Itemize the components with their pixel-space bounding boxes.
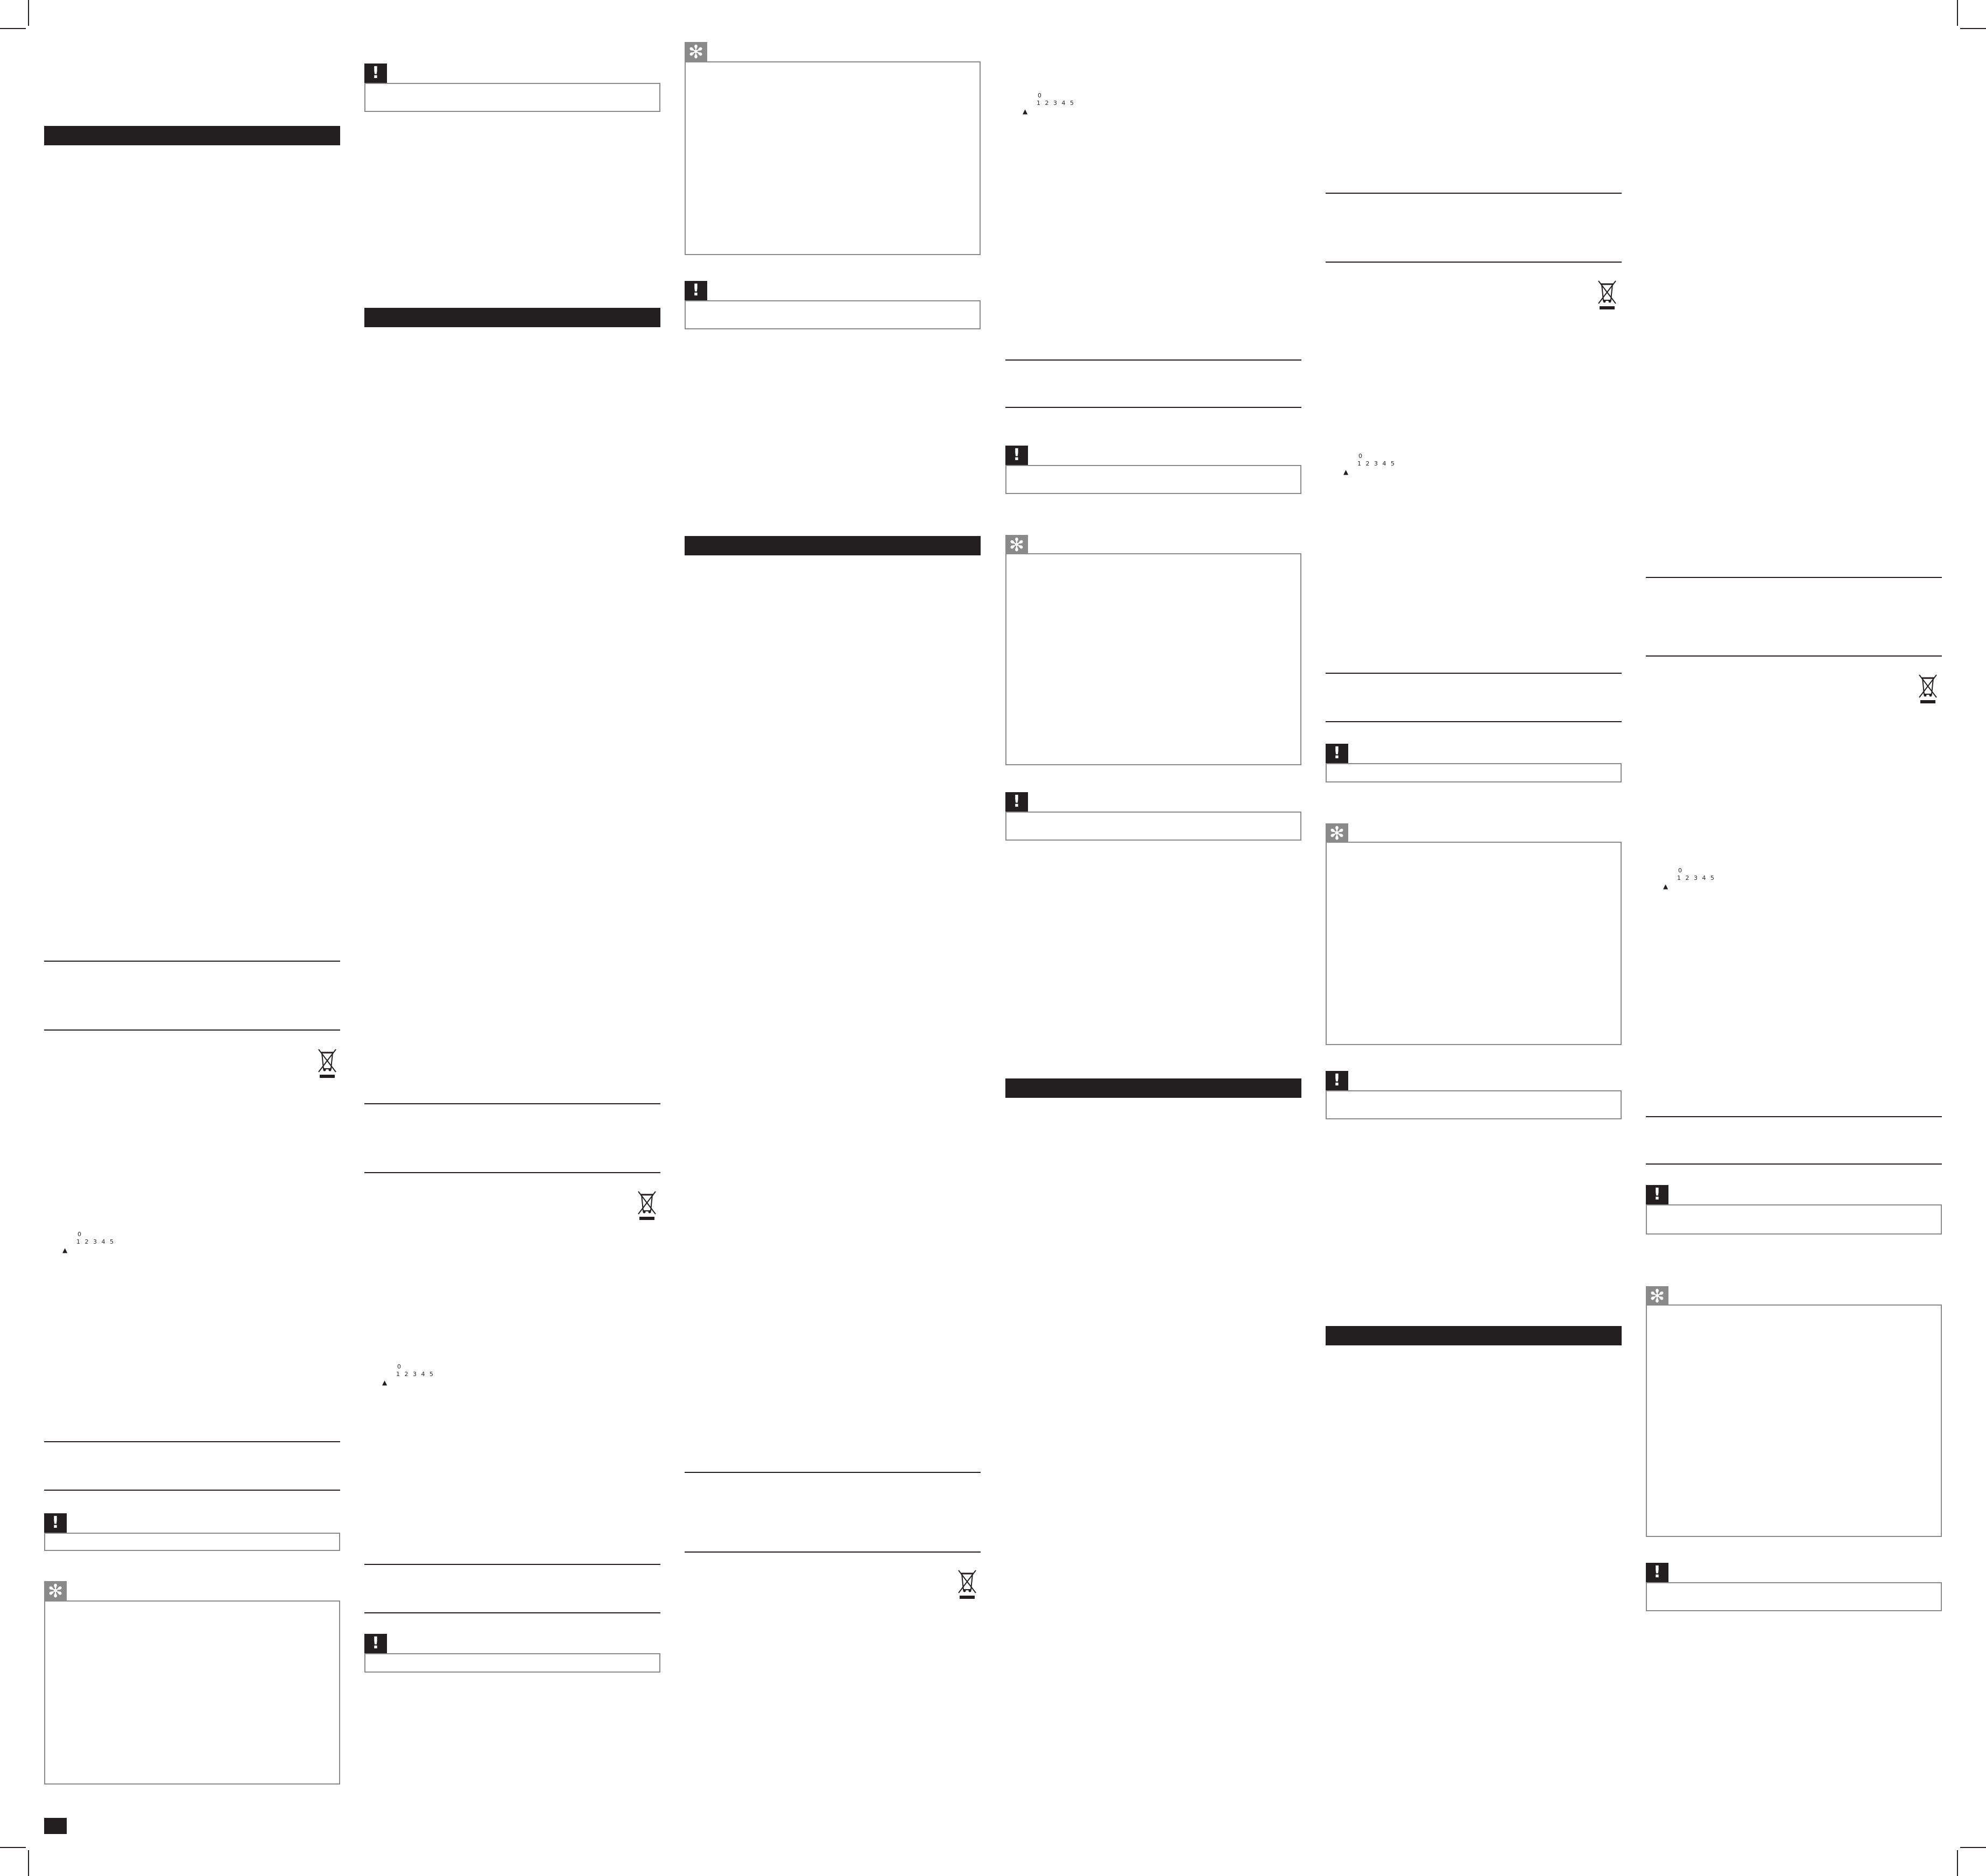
crop-mark [0, 1847, 26, 1848]
section-divider [44, 1029, 340, 1031]
warning-box [1005, 465, 1301, 494]
dial-drop-icon: ▲ [1663, 883, 1668, 890]
crop-mark [28, 1850, 29, 1876]
warning-icon: ! [1326, 744, 1348, 763]
section-divider [1326, 262, 1622, 263]
tip-icon: ✻ [1005, 535, 1028, 555]
warning-icon: ! [364, 64, 387, 83]
section-divider [44, 961, 340, 962]
section-divider [1326, 721, 1622, 722]
crop-mark [1960, 28, 1986, 29]
warning-box [1326, 1090, 1622, 1119]
tip-icon: ✻ [1646, 1286, 1668, 1307]
temperature-dial-icon: 0 1 2 3 4 5 ▲ [382, 1364, 441, 1396]
warning-icon: ! [1005, 792, 1028, 812]
section-divider [364, 1103, 660, 1104]
warning-icon: ! [1646, 1185, 1668, 1204]
crop-mark [1957, 1850, 1958, 1876]
warning-icon: ! [364, 1634, 387, 1653]
section-header-bar [364, 308, 660, 327]
tip-icon: ✻ [1326, 823, 1348, 844]
tip-box [44, 1600, 340, 1785]
warning-icon: ! [1005, 446, 1028, 465]
tip-box [1326, 842, 1622, 1045]
crop-mark [0, 28, 26, 29]
warning-icon: ! [1646, 1563, 1668, 1582]
tip-icon: ✻ [44, 1581, 67, 1602]
section-divider [1326, 673, 1622, 674]
dial-zero-label: 0 [78, 1231, 81, 1238]
tip-box [685, 61, 981, 255]
section-divider [44, 1490, 340, 1491]
disposal-icon [638, 1191, 656, 1220]
temperature-dial-icon: 0 1 2 3 4 5 ▲ [1023, 93, 1082, 125]
warning-icon: ! [685, 281, 707, 300]
dial-numbers-label: 1 2 3 4 5 [1357, 460, 1395, 467]
dial-numbers-label: 1 2 3 4 5 [76, 1238, 114, 1245]
dial-numbers-label: 1 2 3 4 5 [1677, 874, 1714, 881]
dial-drop-icon: ▲ [1343, 468, 1349, 476]
tip-box [1005, 553, 1301, 765]
warning-box [1646, 1582, 1942, 1611]
section-divider [685, 1551, 981, 1553]
section-divider [364, 1172, 660, 1173]
disposal-icon [1598, 280, 1616, 309]
section-header-bar [1326, 1326, 1622, 1345]
dial-zero-label: 0 [397, 1363, 401, 1370]
dial-numbers-label: 1 2 3 4 5 [396, 1371, 433, 1378]
warning-box [685, 300, 981, 329]
section-divider [1646, 1116, 1942, 1117]
section-divider [1005, 407, 1301, 408]
dial-zero-label: 0 [1038, 92, 1041, 99]
section-divider [44, 1441, 340, 1442]
section-divider [1326, 193, 1622, 194]
warning-box [1646, 1204, 1942, 1235]
warning-icon: ! [44, 1513, 67, 1533]
section-header-bar [1005, 1078, 1301, 1098]
page-number-tab [44, 1818, 67, 1834]
warning-box [1005, 812, 1301, 841]
disposal-icon [958, 1570, 976, 1599]
section-divider [1646, 655, 1942, 657]
warning-box [364, 83, 660, 112]
crop-mark [28, 0, 29, 26]
disposal-icon [318, 1049, 336, 1078]
dial-drop-icon: ▲ [62, 1246, 68, 1254]
warning-box [364, 1653, 660, 1673]
section-divider [1005, 359, 1301, 361]
tip-box [1646, 1304, 1942, 1537]
warning-box [44, 1533, 340, 1551]
section-header-bar [44, 126, 340, 145]
crop-mark [1957, 0, 1958, 26]
dial-zero-label: 0 [1678, 867, 1682, 874]
dial-zero-label: 0 [1358, 453, 1362, 460]
section-header-bar [685, 536, 981, 555]
temperature-dial-icon: 0 1 2 3 4 5 ▲ [1343, 453, 1403, 485]
section-divider [1646, 1163, 1942, 1165]
warning-icon: ! [1326, 1071, 1348, 1090]
tip-icon: ✻ [685, 42, 707, 62]
dial-drop-icon: ▲ [382, 1379, 388, 1386]
section-divider [364, 1564, 660, 1565]
section-divider [1646, 577, 1942, 578]
disposal-icon [1919, 674, 1937, 703]
section-divider [685, 1472, 981, 1473]
warning-box [1326, 763, 1622, 782]
dial-drop-icon: ▲ [1023, 108, 1028, 115]
temperature-dial-icon: 0 1 2 3 4 5 ▲ [62, 1231, 122, 1264]
dial-numbers-label: 1 2 3 4 5 [1037, 100, 1074, 107]
crop-mark [1960, 1847, 1986, 1848]
section-divider [364, 1612, 660, 1613]
temperature-dial-icon: 0 1 2 3 4 5 ▲ [1663, 868, 1722, 900]
